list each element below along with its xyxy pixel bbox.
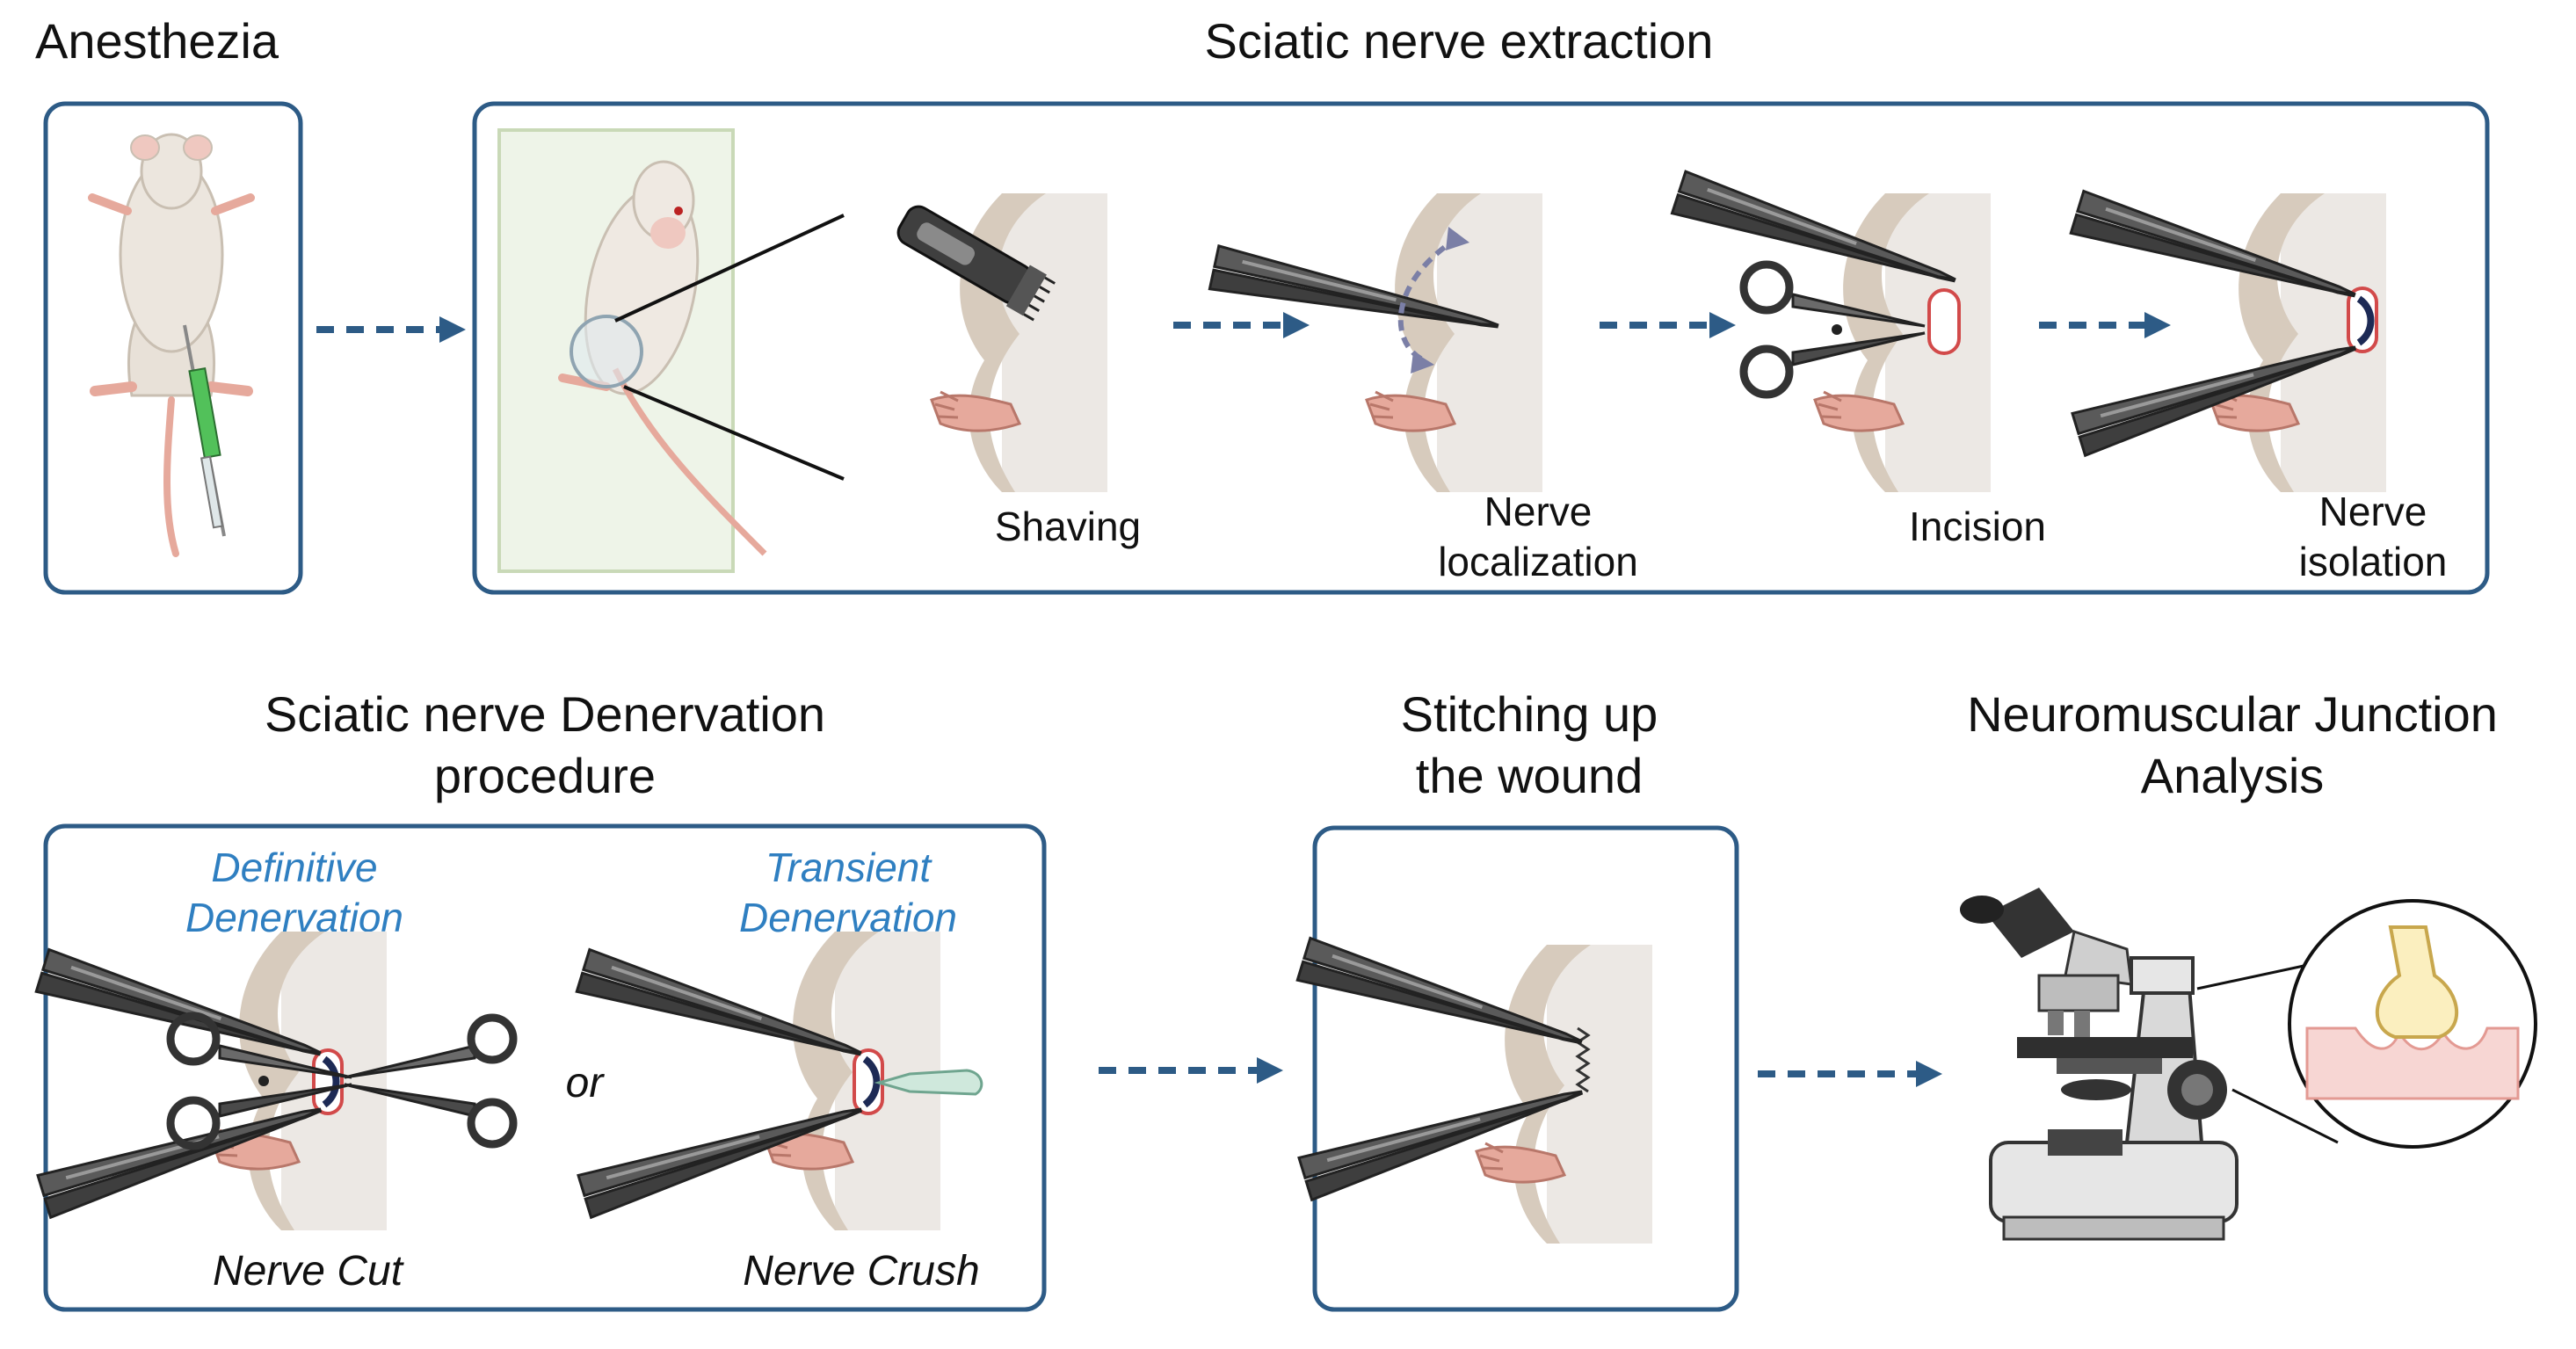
arrow-anesthesia-to-extraction bbox=[316, 316, 466, 343]
step-label-incision: Incision bbox=[1909, 504, 2046, 549]
arrow-shaving-to-localization bbox=[1173, 312, 1310, 338]
title-denervation-2: procedure bbox=[434, 748, 656, 803]
label-nerve-cut: Nerve Cut bbox=[213, 1248, 404, 1295]
scissors-cut-right-icon bbox=[344, 1013, 518, 1149]
title-stitching-1: Stitching up bbox=[1401, 686, 1658, 742]
nerve-cut-icon bbox=[322, 1055, 340, 1108]
label-definitive-1: Definitive bbox=[211, 845, 377, 890]
curved-arrow-icon bbox=[1397, 227, 1469, 374]
step-label-isolation-2: isolation bbox=[2299, 539, 2448, 584]
step-label-localization-1: Nerve bbox=[1484, 489, 1593, 534]
syringe-icon bbox=[183, 324, 226, 537]
arrow-stitching-to-nmj bbox=[1758, 1061, 1942, 1087]
nerve-icon bbox=[2356, 295, 2375, 346]
step-label-localization-2: localization bbox=[1438, 539, 1638, 584]
crush-clamp-icon bbox=[874, 1069, 983, 1096]
denervation-panel bbox=[43, 823, 1047, 1312]
label-transient-1: Transient bbox=[766, 845, 933, 890]
label-nerve-crush: Nerve Crush bbox=[743, 1248, 979, 1295]
arrow-denervation-to-stitching bbox=[1099, 1057, 1283, 1084]
title-nmj-2: Analysis bbox=[2141, 748, 2325, 803]
anesthesia-panel bbox=[43, 101, 303, 595]
step-label-shaving: Shaving bbox=[995, 504, 1141, 549]
mouse-supine-illustration bbox=[88, 133, 255, 557]
stitches-icon bbox=[1575, 1026, 1591, 1093]
title-nmj-1: Neuromuscular Junction bbox=[1967, 686, 2498, 742]
title-denervation-1: Sciatic nerve Denervation bbox=[265, 686, 825, 742]
title-extraction: Sciatic nerve extraction bbox=[1205, 13, 1714, 69]
arrow-localization-to-incision bbox=[1600, 312, 1736, 338]
stitching-panel bbox=[1312, 825, 1739, 1312]
step-label-isolation-1: Nerve bbox=[2319, 489, 2427, 534]
extraction-panel bbox=[472, 101, 2490, 595]
title-stitching-2: the wound bbox=[1416, 748, 1643, 803]
microscope-icon bbox=[1960, 888, 2239, 1241]
shaver-icon bbox=[896, 205, 1056, 322]
mouse-prone-illustration bbox=[558, 160, 845, 556]
incision-mark bbox=[1927, 288, 1961, 355]
nmj-detail-icon bbox=[2288, 899, 2537, 1149]
arrow-incision-to-isolation bbox=[2039, 312, 2171, 338]
nerve-crush-icon bbox=[862, 1055, 881, 1108]
title-anesthesia: Anesthezia bbox=[35, 13, 279, 69]
leg-cut bbox=[209, 930, 388, 1232]
label-or: or bbox=[566, 1060, 606, 1106]
